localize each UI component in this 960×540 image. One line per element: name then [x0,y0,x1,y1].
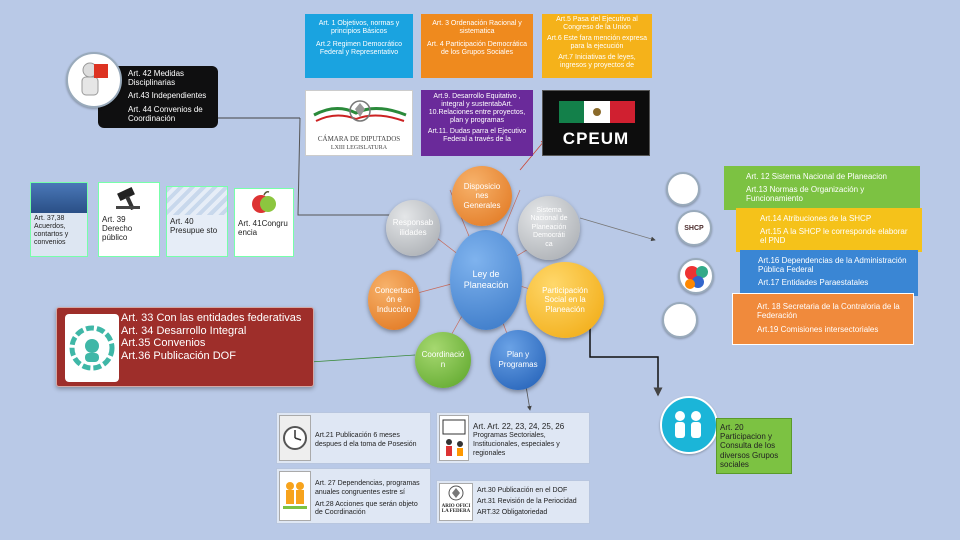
camara-diputados-logo: CÁMARA DE DIPUTADOS LXIII LEGISLATURA [305,90,413,156]
tile-art40-label: Art. 40 Presupue sto [170,217,218,236]
art27-text: Art. 27 Dependencias, programas anuales … [315,480,420,496]
card-art22-26: Art. Art. 22, 23, 24, 25, 26 Programas S… [436,412,590,464]
box-art18-19: Art. 18 Secretaria de la Contraloria de … [732,293,914,345]
clock-icon [279,415,311,461]
card-art30-32: ARIO OFICI LA FEDERA Art.30 Publicación … [436,480,590,524]
card-art27-28: Art. 27 Dependencias, programas anuales … [276,468,431,524]
art20-text: Art. 20 Participacion y Consulta de los … [720,423,779,469]
gears-icon [678,258,714,294]
presenter-icon [439,415,469,461]
art34-text: Art. 34 Desarrollo Integral [121,324,247,337]
top-box-art9-item: Art.11. Dudas parra el Ejecutivo Federal… [427,128,527,144]
teamwork-icon [279,471,311,521]
person-puzzle-icon [66,52,122,108]
top-box-art5-item: Art.5 Pasa del Ejecutivo al Congreso de … [556,16,638,32]
tile-art37-label: Art. 37,38 Acuerdos, contartos y conveni… [34,215,69,247]
top-box-art1-item: Art.2 Regimen Democrático Federal y Repr… [316,40,402,57]
top-box-art9-item: Art.9. Desarrollo Equitativo , integral … [428,93,526,125]
art12-text: Art. 12 Sistema Nacional de Planeacion [746,172,887,181]
node-coordinacion: Coordinació n [415,332,471,388]
top-box-art5-item: Art.6 Este fara mención expresa para la … [547,34,647,51]
top-box-art3-item: Art. 4 Participación Democrática de los … [427,40,527,57]
cpeum-logo: CPEUM [542,90,650,156]
art35-text: Art.35 Convenios [121,337,206,350]
art14-text: Art.14 Atribuciones de la SHCP [760,214,872,223]
box-art12-13: Art. 12 Sistema Nacional de Planeacion A… [724,166,920,210]
node-sistema-nacional: Sistema Nacional de Planeación Democráti… [518,196,580,260]
calculator-icon [167,187,227,215]
institution-seal-icon [666,172,700,206]
art44-text: Art. 44 Convenios de Coordinación [128,104,203,123]
node-disposiciones-generales: Disposicio nes Generales [452,166,512,226]
node-participacion-social: Participación Social en la Planeación [526,262,604,338]
handshake-icon [31,183,87,213]
dof-logo-line1: ARIO OFICI [441,504,471,509]
eagle-seal-icon [448,485,464,501]
art43-text: Art.43 Independientes [128,91,207,101]
art21-text: Art.21 Publicación 6 meses despues d ela… [315,432,417,448]
art32-text: ART.32 Obligatoriedad [477,508,548,516]
tile-art39-label: Art. 39 Derecho público [102,215,133,243]
node-responsabilidades: Responsab ilidades [386,200,440,256]
box-art20: Art. 20 Participacion y Consulta de los … [716,418,792,474]
shcp-logo-icon: SHCP [676,210,712,246]
box-art14-15: Art.14 Atribuciones de la SHCP Art.15 A … [736,208,922,252]
node-plan-programas: Plan y Programas [490,330,546,390]
box-art33-36: Art. 33 Con las entidades federativas Ar… [56,307,314,387]
tile-art40: Art. 40 Presupue sto [166,186,228,257]
top-box-art1-item: Art. 1 Objetivos, normas y principios Bá… [318,20,400,36]
mexico-flag-icon [559,101,635,123]
art33-text: Art. 33 Con las entidades federativas [121,312,302,324]
node-concertacion-induccion: Concertaci ón e Inducción [368,270,420,330]
top-box-art9-11: Art.9. Desarrollo Equitativo , integral … [421,90,533,156]
art22-26-title: Art. Art. 22, 23, 24, 25, 26 [473,422,565,431]
camara-logo-line2: LXIII LEGISLATURA [330,145,388,151]
tile-art41: Art. 41Congru encia [234,188,294,257]
art17-text: Art.17 Entidades Paraestatales [758,278,869,288]
tile-art39: Art. 39 Derecho público [98,182,160,257]
art18-text: Art. 18 Secretaria de la Contraloria de … [757,302,900,321]
secretaria-seal-icon [662,302,698,338]
shcp-logo-text: SHCP [684,224,704,232]
node-ley-de-planeacion: Ley de Planeación [450,230,522,330]
art30-text: Art.30 Publicación en el DOF [477,487,568,494]
art22-26-desc: Programas Sectoriales, Institucionales, … [473,432,560,457]
art28-text: Art.28 Acciones que serán objeto de Cocr… [315,500,418,517]
top-box-art3-item: Art. 3 Ordenación Racional y sistematica [432,20,522,36]
people-group-icon [660,396,718,454]
art15-text: Art.15 A la SHCP le corresponde elaborar… [760,227,908,246]
cpeum-logo-text: CPEUM [562,129,630,148]
box-art16-17: Art.16 Dependencias de la Administración… [740,250,918,296]
card-art21: Art.21 Publicación 6 meses despues d ela… [276,412,431,464]
dof-logo-line2: LA FEDERA [441,509,471,514]
tile-art37-38: Art. 37,38 Acuerdos, contartos y conveni… [30,182,88,257]
art42-text: Art. 42 Medidas Disciplinarias [128,69,185,88]
coordination-circle-icon [65,314,119,382]
eagle-seal-icon [313,100,407,122]
apple-icon [235,189,293,217]
tile-art41-label: Art. 41Congru encia [238,219,288,238]
camara-logo-line1: CÁMARA DE DIPUTADOS [317,135,401,143]
art31-text: Art.31 Revisión de la Periocidad [477,497,577,505]
top-box-art3-4: Art. 3 Ordenación Racional y sistematica… [421,14,533,78]
gavel-icon [99,183,159,213]
top-box-art5-7: Art.5 Pasa del Ejecutivo al Congreso de … [542,14,652,78]
art13-text: Art.13 Normas de Organización y Funciona… [746,185,865,204]
top-box-art1-2: Art. 1 Objetivos, normas y principios Bá… [305,14,413,78]
art16-text: Art.16 Dependencias de la Administración… [758,256,907,275]
art19-text: Art.19 Comisiones intersectoriales [757,325,879,335]
dof-logo: ARIO OFICI LA FEDERA [439,483,473,521]
top-box-art5-item: Art.7 Iniciativas de leyes, ingresos y p… [558,53,636,69]
art36-text: Art.36 Publicación DOF [121,349,236,362]
